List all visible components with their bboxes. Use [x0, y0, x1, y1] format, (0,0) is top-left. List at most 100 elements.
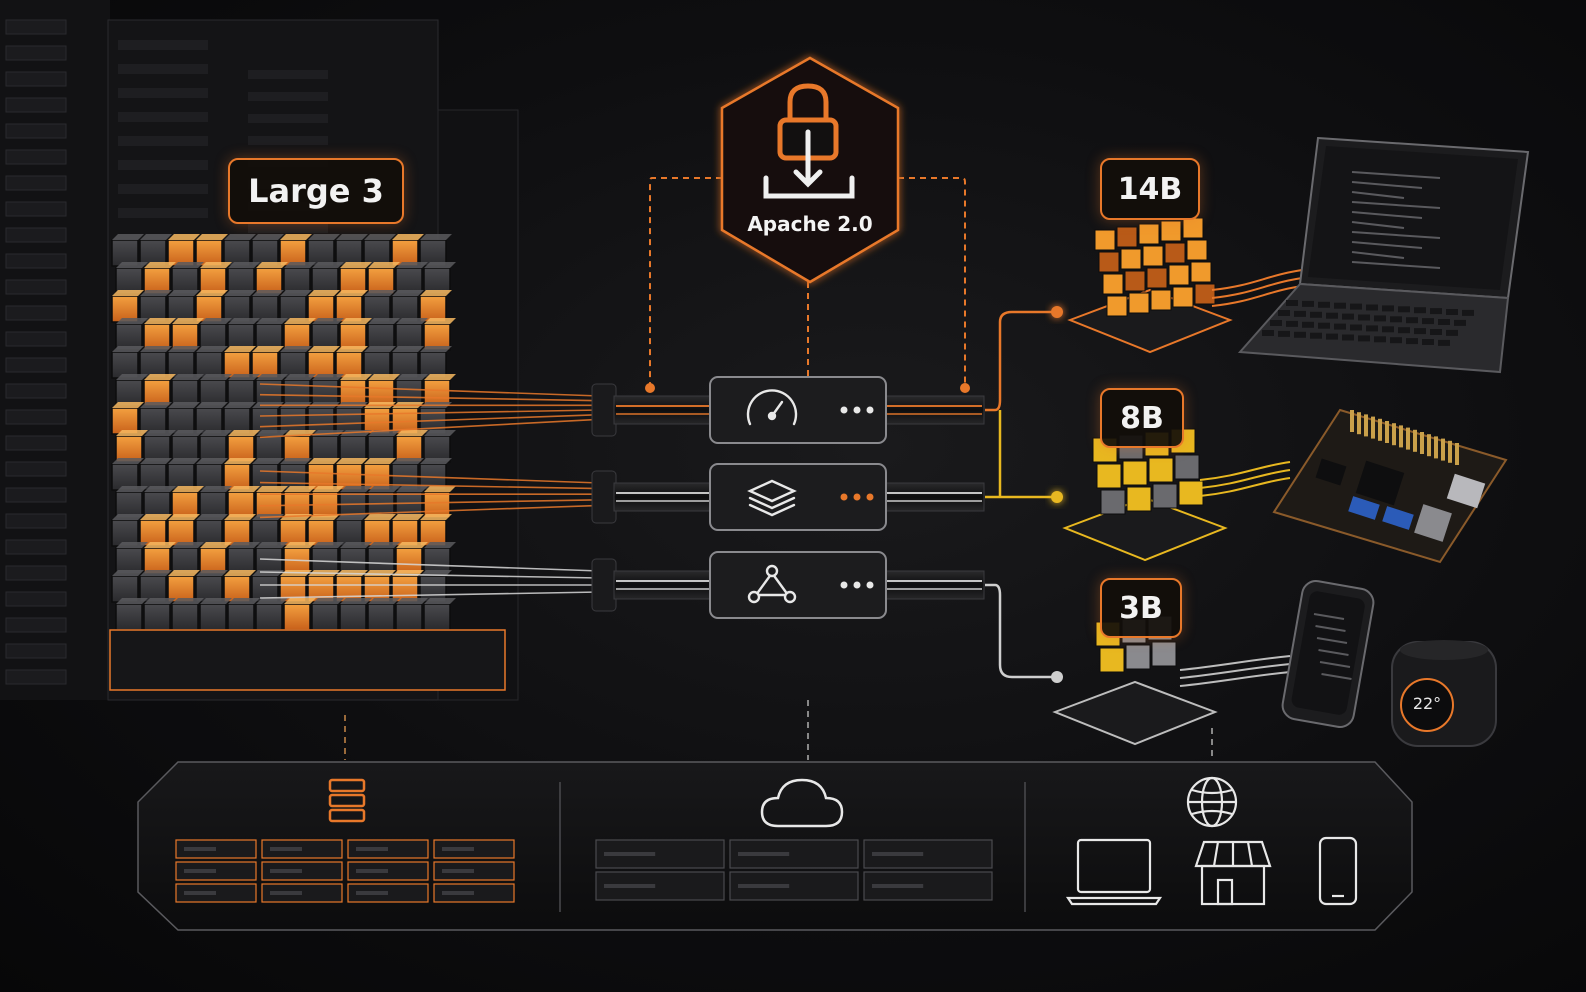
rack-slot: [118, 88, 208, 98]
pipe-cap: [591, 383, 617, 437]
cube-top: [224, 570, 256, 576]
screen-line: [1351, 191, 1405, 199]
key: [1302, 321, 1314, 328]
server-vent: [872, 884, 924, 888]
rack-slot: [118, 112, 208, 122]
smartphone-device: [1281, 580, 1375, 728]
cube: [391, 351, 419, 379]
cube-top: [424, 486, 456, 492]
cube-top: [256, 318, 288, 324]
cube-top: [252, 290, 284, 296]
gpio-pin: [1420, 432, 1424, 454]
small-cube: [1099, 647, 1125, 673]
cube-top: [112, 290, 144, 296]
beam-line: [259, 393, 601, 402]
gpio-pin: [1413, 429, 1417, 452]
small-cube: [1122, 460, 1148, 486]
key: [1342, 313, 1354, 320]
layers-icon: [747, 479, 797, 517]
small-cube: [1142, 245, 1164, 267]
cube-top: [116, 430, 148, 436]
cube: [307, 295, 335, 323]
layer-top: [747, 479, 797, 503]
model-3b-label: 3B: [1100, 578, 1182, 638]
cube-top: [200, 486, 232, 492]
small-cube: [1100, 489, 1126, 515]
cube-top: [308, 346, 340, 352]
cube-top: [196, 570, 228, 576]
phone-line: [1318, 649, 1349, 656]
cube: [363, 407, 391, 435]
rack-slot: [5, 643, 67, 659]
screen-line: [1351, 231, 1441, 239]
cube: [171, 379, 199, 407]
cube: [143, 547, 171, 575]
cube-top: [336, 346, 368, 352]
beam-line: [259, 499, 601, 507]
key: [1422, 339, 1434, 345]
key: [1350, 324, 1362, 331]
server-vent: [270, 847, 302, 851]
model-8b-label: 8B: [1100, 388, 1184, 448]
rack-slot: [248, 70, 328, 79]
server-vent: [356, 869, 388, 873]
cube-top: [368, 318, 400, 324]
cube-top: [396, 374, 428, 380]
key: [1406, 317, 1418, 324]
rack-slot: [5, 253, 67, 269]
cube-top: [396, 262, 428, 268]
cube: [367, 435, 395, 463]
server-vent: [738, 852, 790, 856]
cube-top: [144, 542, 176, 548]
cube-top: [284, 374, 316, 380]
rack-slot: [118, 136, 208, 146]
cube-top: [140, 458, 172, 464]
cube: [139, 407, 167, 435]
small-cube: [1098, 251, 1120, 273]
small-cube: [1160, 220, 1182, 242]
phone-line: [1319, 661, 1351, 668]
gpio-pin: [1357, 412, 1361, 435]
small-cube: [1174, 454, 1200, 480]
node-dot-8b: [1051, 491, 1063, 503]
gpio-pin: [1350, 410, 1354, 432]
key: [1294, 331, 1306, 338]
node-dot-14b: [1051, 306, 1063, 318]
key: [1278, 330, 1290, 337]
cube-top: [340, 262, 372, 268]
pipe-dot: [840, 581, 848, 589]
cube: [227, 491, 255, 519]
cube-top: [252, 458, 284, 464]
pipe-cap: [591, 470, 617, 524]
cube-top: [116, 262, 148, 268]
pipe-dot: [853, 493, 861, 501]
gpio-pin: [1364, 414, 1368, 437]
beam-line: [259, 409, 601, 417]
smart-thermostat: [1391, 640, 1497, 747]
rack-slot: [118, 64, 208, 74]
cube-top: [396, 542, 428, 548]
small-model-cubes: [1052, 217, 1233, 746]
small-cube: [1146, 267, 1168, 289]
key: [1430, 329, 1442, 335]
server-vent: [604, 884, 656, 888]
key: [1454, 319, 1466, 326]
cube-top: [168, 346, 200, 352]
cube: [363, 295, 391, 323]
cube: [335, 295, 363, 323]
cube-top: [256, 486, 288, 492]
rack-slot: [5, 461, 67, 477]
model-14b-label: 14B: [1100, 158, 1200, 220]
cube: [115, 603, 143, 631]
cube-top: [284, 598, 316, 604]
cube: [139, 575, 167, 603]
pipe-dot: [866, 581, 874, 589]
cube: [255, 435, 283, 463]
cube-top: [424, 262, 456, 268]
cube-top: [168, 234, 200, 240]
small-cube: [1126, 486, 1152, 512]
server-vent: [442, 891, 474, 895]
key: [1462, 309, 1474, 316]
cube-top: [280, 234, 312, 240]
rack-slot: [5, 45, 67, 61]
